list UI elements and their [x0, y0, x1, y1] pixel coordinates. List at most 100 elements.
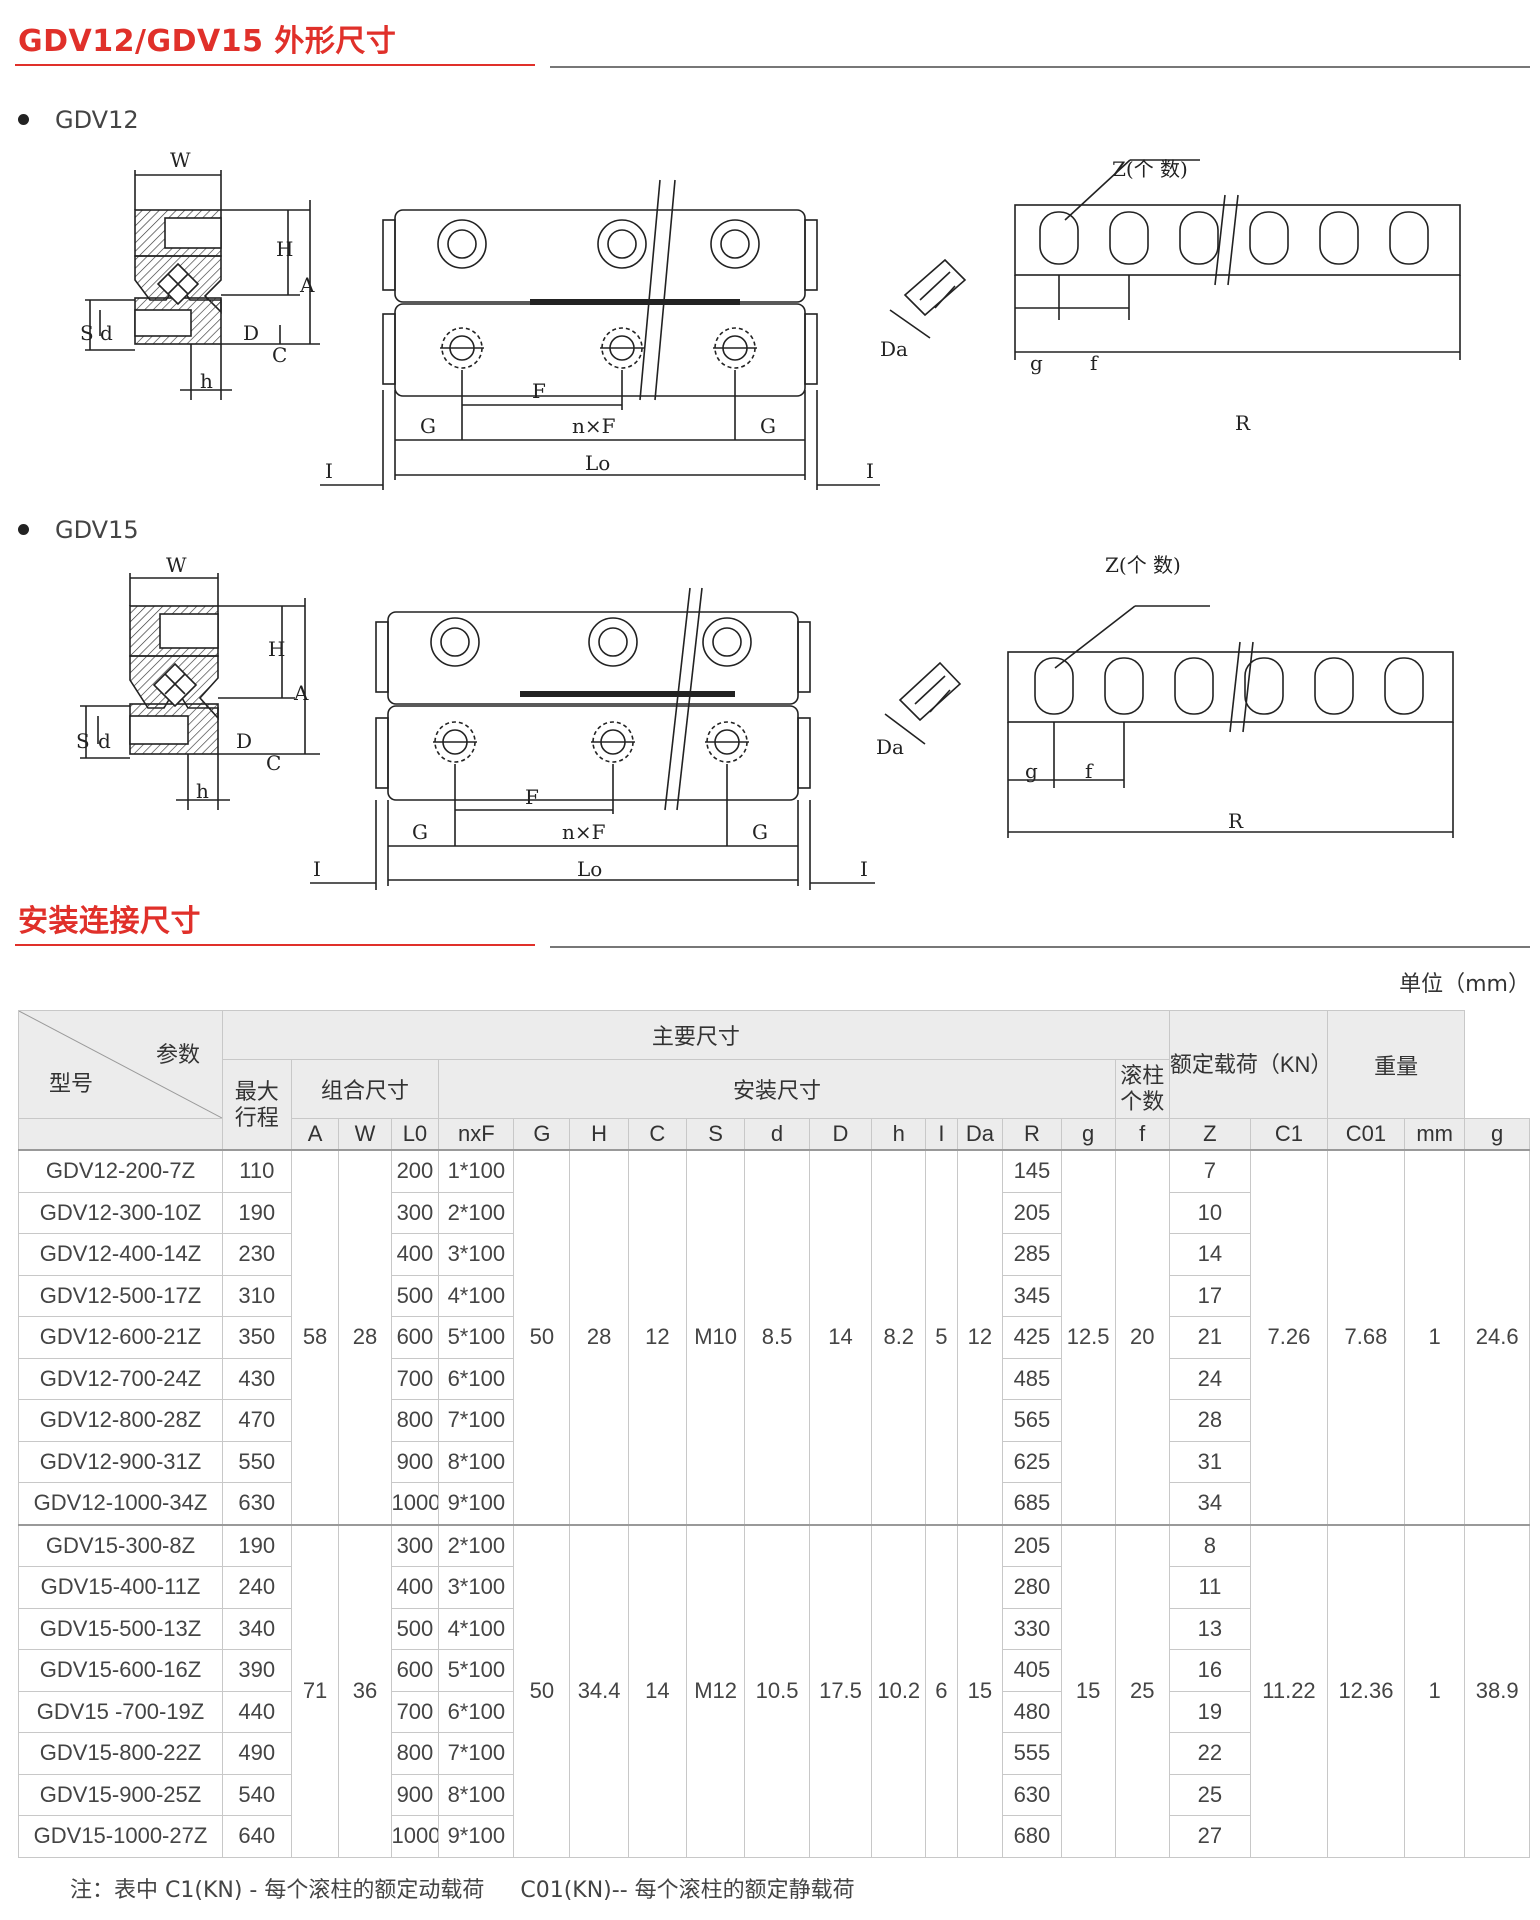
svg-text:G: G: [412, 820, 428, 844]
col-d: d: [744, 1118, 810, 1151]
cell-Z: 14: [1168, 1233, 1251, 1276]
cell-f: 20: [1114, 1149, 1170, 1525]
cell-max-stroke: 340: [221, 1607, 292, 1650]
cell-R: 285: [1002, 1233, 1062, 1276]
cell-L0: 300: [390, 1191, 440, 1234]
cell-Z: 28: [1168, 1399, 1251, 1442]
col-C1: C1: [1249, 1118, 1328, 1151]
col-f: f: [1114, 1118, 1170, 1151]
cell-L0: 900: [390, 1440, 440, 1483]
title-rule-gray: [550, 66, 1530, 68]
cell-L0: 400: [390, 1566, 440, 1609]
cell-h: 10.2: [871, 1523, 927, 1858]
cell-nxF: 9*100: [438, 1815, 515, 1858]
header-combo-dims: 组合尺寸: [290, 1059, 440, 1119]
cell-L0: 600: [390, 1649, 440, 1692]
cell-model: GDV12-300-10Z: [18, 1191, 223, 1234]
svg-text:Da: Da: [880, 337, 908, 361]
cell-R: 425: [1002, 1316, 1062, 1359]
svg-text:H: H: [276, 237, 293, 261]
col-C01: C01: [1326, 1118, 1405, 1151]
cell-R: 345: [1002, 1274, 1062, 1317]
cell-max-stroke: 640: [221, 1815, 292, 1858]
cell-C01: 12.36: [1326, 1523, 1405, 1858]
cell-Z: 16: [1168, 1649, 1251, 1692]
cell-nxF: 5*100: [438, 1649, 515, 1692]
cell-Z: 13: [1168, 1607, 1251, 1650]
col-H: H: [569, 1118, 629, 1151]
svg-text:g: g: [1025, 759, 1038, 783]
cell-C: 12: [627, 1149, 688, 1525]
header-weight: 重量: [1326, 1010, 1466, 1119]
cell-max-stroke: 110: [221, 1149, 292, 1193]
cell-R: 555: [1002, 1732, 1062, 1775]
cell-Z: 22: [1168, 1732, 1251, 1775]
svg-text:C: C: [272, 343, 287, 367]
col-A: A: [290, 1118, 340, 1151]
svg-text:A: A: [299, 273, 315, 297]
cell-nxF: 6*100: [438, 1690, 515, 1733]
cell-R: 280: [1002, 1566, 1062, 1609]
header-roller-count: 滚柱个数: [1114, 1059, 1170, 1119]
cell-nxF: 4*100: [438, 1274, 515, 1317]
svg-text:W: W: [166, 553, 187, 577]
cell-R: 565: [1002, 1399, 1062, 1442]
cell-nxF: 9*100: [438, 1482, 515, 1525]
svg-text:Z(个 数): Z(个 数): [1112, 157, 1188, 181]
cell-g: 15: [1060, 1523, 1116, 1858]
cell-model: GDV15-500-13Z: [18, 1607, 223, 1650]
cell-Z: 10: [1168, 1191, 1251, 1234]
cell-S: M12: [685, 1523, 746, 1858]
col-C: C: [627, 1118, 688, 1151]
svg-text:Z(个 数): Z(个 数): [1105, 553, 1181, 577]
cell-model: GDV12-700-24Z: [18, 1357, 223, 1400]
svg-text:G: G: [420, 414, 436, 438]
title-rule-gray: [550, 946, 1530, 948]
svg-text:G: G: [760, 414, 776, 438]
cell-Z: 27: [1168, 1815, 1251, 1858]
svg-text:h: h: [196, 779, 209, 803]
cell-wt: 38.9: [1464, 1523, 1530, 1858]
cell-W: 36: [338, 1523, 392, 1858]
cell-L0: 1000: [390, 1482, 440, 1525]
cell-model: GDV12-600-21Z: [18, 1316, 223, 1359]
svg-text:S: S: [76, 729, 90, 753]
cell-nxF: 8*100: [438, 1440, 515, 1483]
header-blank: [18, 1118, 223, 1151]
svg-text:R: R: [1235, 411, 1251, 435]
svg-text:C: C: [266, 751, 281, 775]
cell-C: 14: [627, 1523, 688, 1858]
bullet-icon: [18, 113, 29, 125]
cell-Z: 11: [1168, 1566, 1251, 1609]
col-Da: Da: [956, 1118, 1004, 1151]
cell-max-stroke: 240: [221, 1566, 292, 1609]
col-Z: Z: [1168, 1118, 1251, 1151]
cell-R: 205: [1002, 1191, 1062, 1234]
cell-R: 625: [1002, 1440, 1062, 1483]
cell-R: 680: [1002, 1815, 1062, 1858]
cell-Z: 31: [1168, 1440, 1251, 1483]
title-rule-red: [15, 944, 535, 946]
cell-I: 5: [925, 1149, 958, 1525]
cell-nxF: 2*100: [438, 1191, 515, 1234]
svg-text:R: R: [1228, 809, 1244, 833]
cell-nxF: 7*100: [438, 1399, 515, 1442]
cell-H: 34.4: [569, 1523, 629, 1858]
svg-text:f: f: [1085, 759, 1094, 783]
cell-nxF: 2*100: [438, 1523, 515, 1567]
cell-L0: 900: [390, 1773, 440, 1816]
cell-S: M10: [685, 1149, 746, 1525]
cell-max-stroke: 470: [221, 1399, 292, 1442]
cell-model: GDV12-800-28Z: [18, 1399, 223, 1442]
cell-f: 25: [1114, 1523, 1170, 1858]
